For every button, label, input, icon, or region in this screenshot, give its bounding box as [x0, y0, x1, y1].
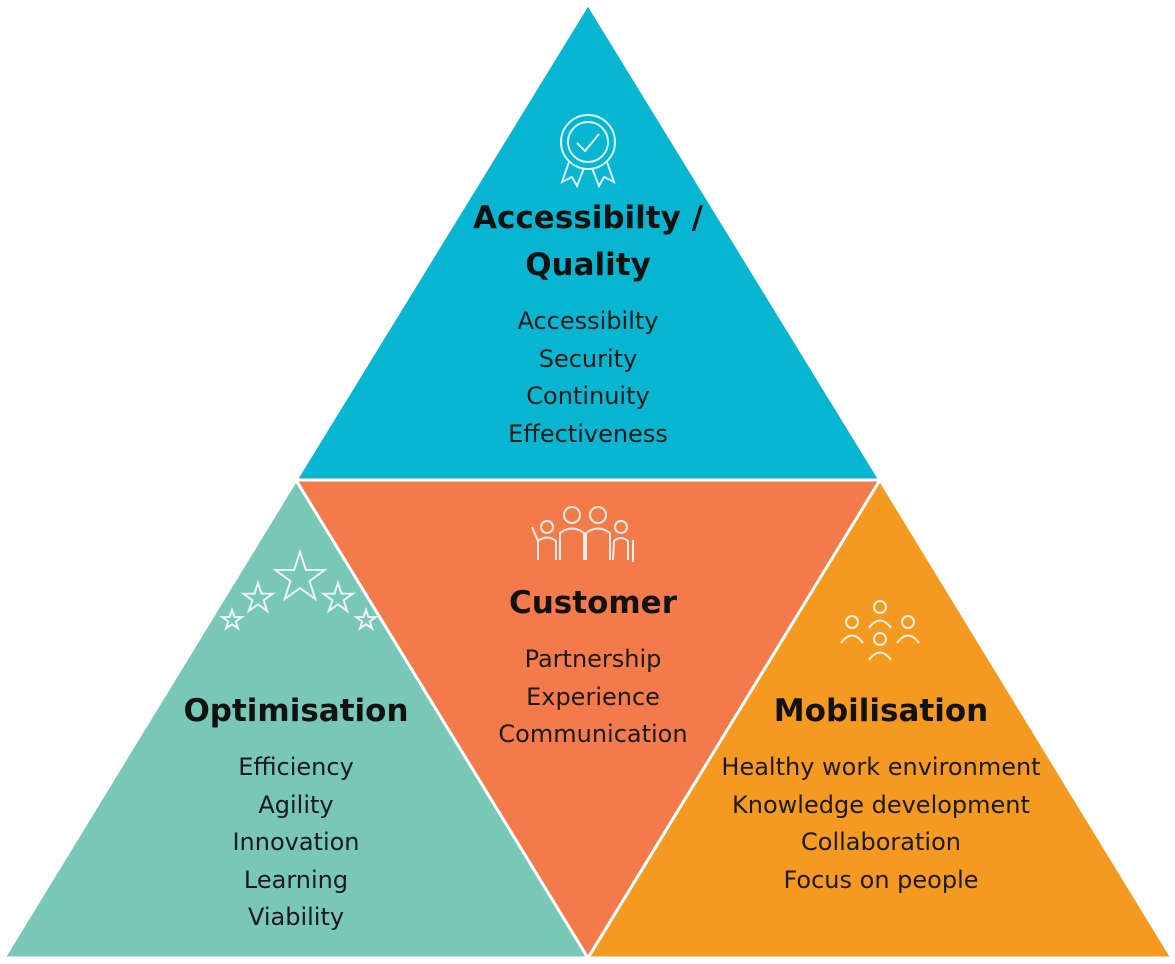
top-item: Continuity — [526, 382, 650, 410]
right-item: Collaboration — [801, 828, 961, 856]
top-item: Security — [538, 344, 638, 373]
right-item: Focus on people — [783, 865, 979, 894]
team-people-icon — [840, 600, 920, 661]
left-item: Efficiency — [238, 753, 354, 781]
right-item: Healthy work environment — [721, 753, 1041, 781]
left-item: Viability — [247, 903, 345, 931]
left-title: Optimisation — [183, 693, 409, 729]
center-item: Partnership — [524, 645, 662, 673]
stars-icon — [219, 548, 379, 632]
center-title: Customer — [508, 585, 677, 621]
left-items: Efficiency Agility Innovation Learning V… — [146, 749, 446, 937]
family-group-icon — [531, 506, 634, 562]
left-item: Learning — [243, 865, 349, 894]
center-item: Experience — [526, 682, 660, 711]
left-item: Innovation — [232, 828, 360, 856]
top-title-line1: Accessibilty / — [473, 200, 703, 236]
center-item: Communication — [498, 720, 688, 748]
left-item: Agility — [258, 790, 334, 819]
right-triangle — [585, 477, 1175, 960]
award-ribbon-icon — [560, 114, 616, 189]
top-title-line2: Quality — [525, 247, 651, 283]
center-section: Customer Partnership Experience Communic… — [443, 580, 743, 754]
top-item: Effectiveness — [508, 419, 668, 448]
right-items: Healthy work environment Knowledge devel… — [681, 749, 1081, 899]
top-section: Accessibilty / Quality Accessibilty Secu… — [388, 195, 788, 453]
center-items: Partnership Experience Communication — [443, 641, 743, 754]
top-item: Accessibilty — [517, 307, 659, 335]
right-title: Mobilisation — [773, 693, 989, 729]
right-item: Knowledge development — [732, 790, 1030, 819]
left-section: Optimisation Efficiency Agility Innovati… — [146, 688, 446, 937]
top-items: Accessibilty Security Continuity Effecti… — [388, 303, 788, 453]
right-section: Mobilisation Healthy work environment Kn… — [681, 688, 1081, 899]
top-title: Accessibilty / Quality — [388, 195, 788, 289]
